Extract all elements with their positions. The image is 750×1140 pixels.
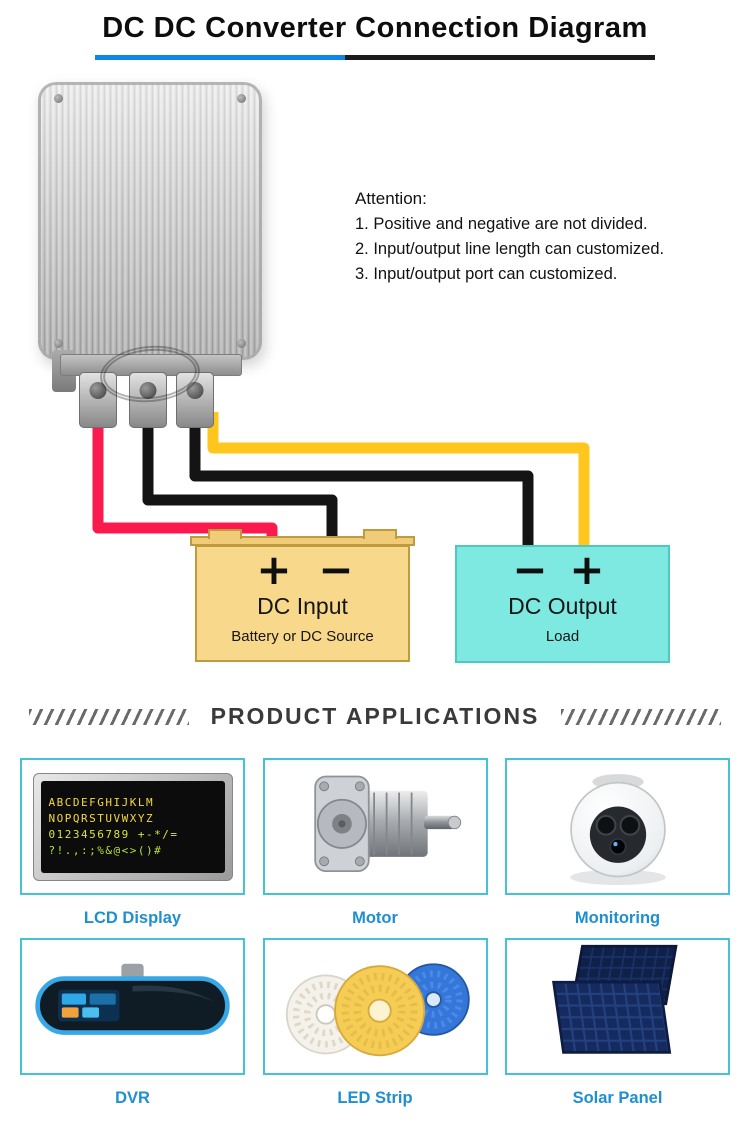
app-label-motor: Motor — [352, 909, 398, 927]
dc-input-title: DC Input — [257, 593, 348, 619]
app-label-solar-panel: Solar Panel — [572, 1089, 663, 1107]
app-cell-solar-panel: Solar Panel — [505, 938, 730, 1118]
dc-input-subtitle: Battery or DC Source — [231, 628, 374, 645]
corner-screw-icon — [54, 339, 63, 348]
app-card-dvr — [20, 938, 245, 1075]
app-cell-led-strip: LED Strip — [262, 938, 488, 1118]
title-underline-blue — [95, 55, 345, 60]
page-title: DC DC Converter Connection Diagram — [102, 12, 648, 44]
dvr-mirror-image — [35, 963, 230, 1035]
app-card-lcd-display: ABCDEFGHIJKLM NOPQRSTUVWXYZ 0123456789 +… — [20, 758, 245, 895]
bolt-icon — [89, 382, 107, 399]
attention-heading: Attention: — [355, 189, 427, 208]
app-label-dvr: DVR — [115, 1089, 150, 1107]
app-label-led-strip: LED Strip — [337, 1089, 413, 1107]
lcd-display-image: ABCDEFGHIJKLM NOPQRSTUVWXYZ 0123456789 +… — [32, 772, 233, 881]
app-label-lcd-display: LCD Display — [83, 909, 182, 927]
product-applications-header: PRODUCT APPLICATIONS — [0, 703, 750, 730]
app-card-monitoring — [505, 758, 730, 895]
bolt-icon — [186, 382, 204, 399]
attention-item-1: 1. Positive and negative are not divided… — [355, 215, 648, 233]
front-panel — [552, 980, 672, 1054]
hatch-decoration-left — [28, 708, 189, 725]
battery-lid — [190, 529, 415, 546]
minus-sign: − — [512, 545, 548, 594]
lcd-screen: ABCDEFGHIJKLM NOPQRSTUVWXYZ 0123456789 +… — [40, 780, 225, 873]
app-card-motor — [262, 758, 488, 895]
corner-screw-icon — [237, 339, 246, 348]
attention-note: Attention: 1. Positive and negative are … — [355, 186, 725, 287]
app-cell-dvr: DVR — [20, 938, 245, 1118]
app-cell-lcd-display: ABCDEFGHIJKLM NOPQRSTUVWXYZ 0123456789 +… — [20, 758, 245, 938]
title-underline-black — [345, 55, 655, 60]
motor-image — [314, 775, 462, 873]
minus-sign: − — [318, 545, 354, 594]
app-card-solar-panel — [505, 938, 730, 1075]
app-cell-motor: Motor — [262, 758, 488, 938]
monitoring-camera-image — [569, 773, 666, 885]
dc-input-box: + − DC Input Battery or DC Source — [190, 529, 415, 662]
plus-sign: + — [569, 545, 605, 594]
corner-screw-icon — [54, 94, 63, 103]
app-card-led-strip — [262, 938, 488, 1075]
attention-item-3: 3. Input/output port can customized. — [355, 265, 618, 283]
dc-converter-device — [38, 82, 262, 434]
plus-sign: + — [256, 545, 292, 594]
attention-item-2: 2. Input/output line length can customiz… — [355, 240, 665, 258]
lcd-line: 0123456789 +-*/= — [48, 828, 179, 841]
dc-output-title: DC Output — [508, 593, 617, 619]
product-applications-heading: PRODUCT APPLICATIONS — [210, 703, 540, 729]
converter-heatsink — [38, 82, 262, 360]
dc-output-box: − + DC Output Load — [455, 545, 670, 663]
corner-screw-icon — [237, 94, 246, 103]
hatch-decoration-right — [561, 708, 722, 725]
applications-grid: ABCDEFGHIJKLM NOPQRSTUVWXYZ 0123456789 +… — [20, 758, 730, 1118]
lcd-line: ABCDEFGHIJKLM — [48, 796, 155, 809]
dc-output-subtitle: Load — [545, 628, 580, 645]
bolt-icon — [139, 382, 157, 399]
title-underline — [95, 55, 655, 60]
app-label-monitoring: Monitoring — [574, 909, 661, 927]
app-cell-monitoring: Monitoring — [505, 758, 730, 938]
solar-panel-image — [552, 944, 678, 1054]
yellow-led-roll — [334, 964, 426, 1056]
wire-yellow — [207, 412, 590, 556]
led-strip-image — [285, 962, 470, 1056]
lcd-line: ?!.,:;%&@<>()# — [48, 844, 163, 857]
lcd-line: NOPQRSTUVWXYZ — [48, 812, 155, 825]
